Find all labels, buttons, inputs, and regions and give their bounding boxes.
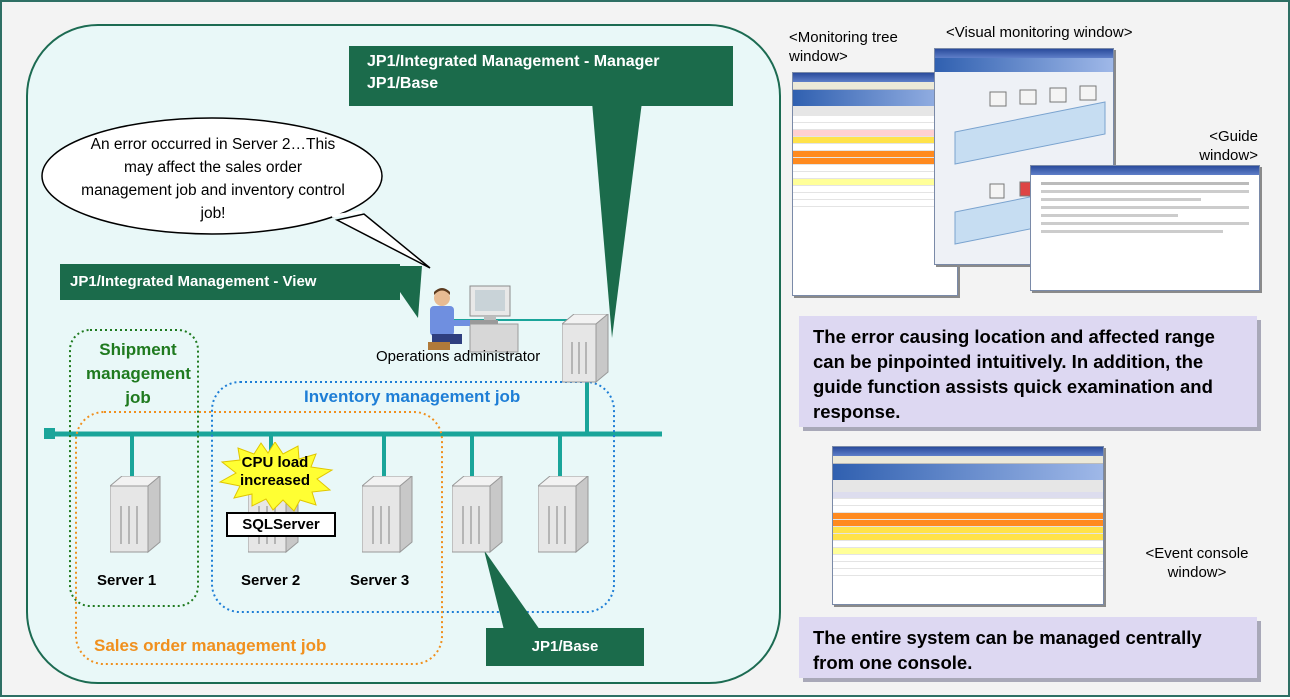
- inventory-group-outline: [211, 381, 615, 613]
- base-callout-pointer: [484, 550, 540, 630]
- server-2-label: Server 2: [241, 572, 301, 589]
- monitoring-tree-header: <Monitoring tree window>: [789, 29, 898, 65]
- lan-terminator: [44, 428, 55, 439]
- cpu-load-burst: [218, 442, 334, 512]
- monitoring-tree-window: [792, 72, 958, 296]
- manager-server: [562, 314, 609, 384]
- shipment-group-label: Shipment management job: [86, 340, 191, 407]
- note-central-console: The entire system can be managed central…: [799, 617, 1257, 678]
- cpu-load-label: CPU load increased: [239, 454, 311, 489]
- sales-group-label: Sales order management job: [94, 636, 327, 655]
- speech-bubble-text: An error occurred in Server 2…This may a…: [81, 136, 345, 222]
- server-5: [538, 476, 589, 554]
- sqlserver-label: SQLServer: [226, 512, 336, 537]
- guide-window: [1030, 165, 1260, 291]
- guide-header: <Guide window>: [1199, 128, 1258, 164]
- server-3: [362, 476, 413, 554]
- note-pinpoint: The error causing location and affected …: [799, 316, 1257, 427]
- network-lines: [44, 319, 662, 665]
- inventory-group-label: Inventory management job: [304, 387, 521, 406]
- event-console-header: <Event console window>: [1145, 545, 1249, 581]
- sales-group-outline: [75, 411, 443, 665]
- event-console-window: [832, 446, 1104, 605]
- shipment-group-outline: [69, 329, 199, 607]
- server-1: [110, 476, 161, 554]
- server-3-label: Server 3: [350, 572, 410, 589]
- manager-callout-line2: JP1/Base: [367, 75, 439, 92]
- view-callout: JP1/Integrated Management - View: [60, 264, 400, 300]
- operations-admin-label: Operations administrator: [376, 348, 541, 365]
- visual-monitoring-header: <Visual monitoring window>: [946, 24, 1133, 41]
- operator-figure: [428, 285, 519, 353]
- base-callout: JP1/Base: [486, 628, 644, 666]
- manager-callout-line1: JP1/Integrated Management - Manager: [367, 53, 660, 70]
- manager-callout: JP1/Integrated Management - Manager JP1/…: [349, 46, 733, 106]
- speech-bubble-shape: [41, 117, 431, 269]
- server-4: [452, 476, 503, 554]
- manager-callout-pointer: [592, 102, 642, 338]
- server-1-label: Server 1: [97, 572, 157, 589]
